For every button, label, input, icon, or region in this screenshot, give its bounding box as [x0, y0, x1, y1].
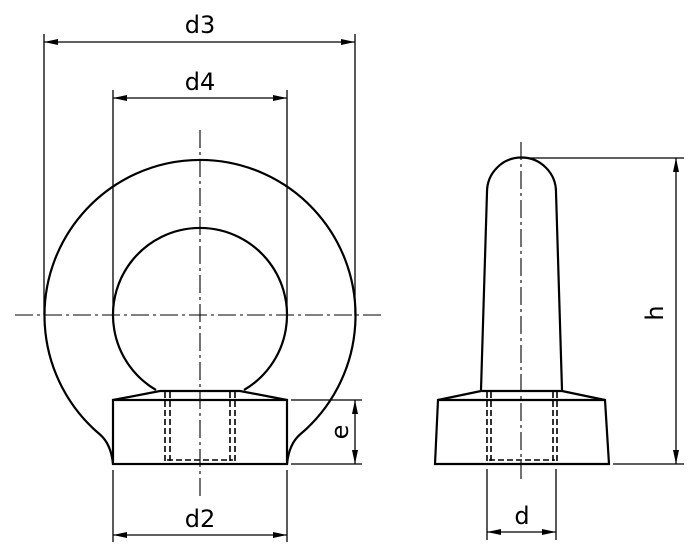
d3-label: d3 — [185, 11, 216, 39]
side-view: h d — [433, 142, 684, 540]
d2-label: d2 — [185, 505, 216, 533]
side-thread-hidden-lines — [486, 390, 558, 462]
side-base-outline — [433, 398, 611, 466]
h-label: h — [641, 305, 669, 320]
thread-hidden-lines — [164, 392, 236, 462]
e-label: e — [326, 425, 354, 440]
d-label: d — [514, 502, 529, 530]
front-view: d3 d4 d2 e — [15, 11, 385, 542]
d4-label: d4 — [185, 68, 216, 96]
